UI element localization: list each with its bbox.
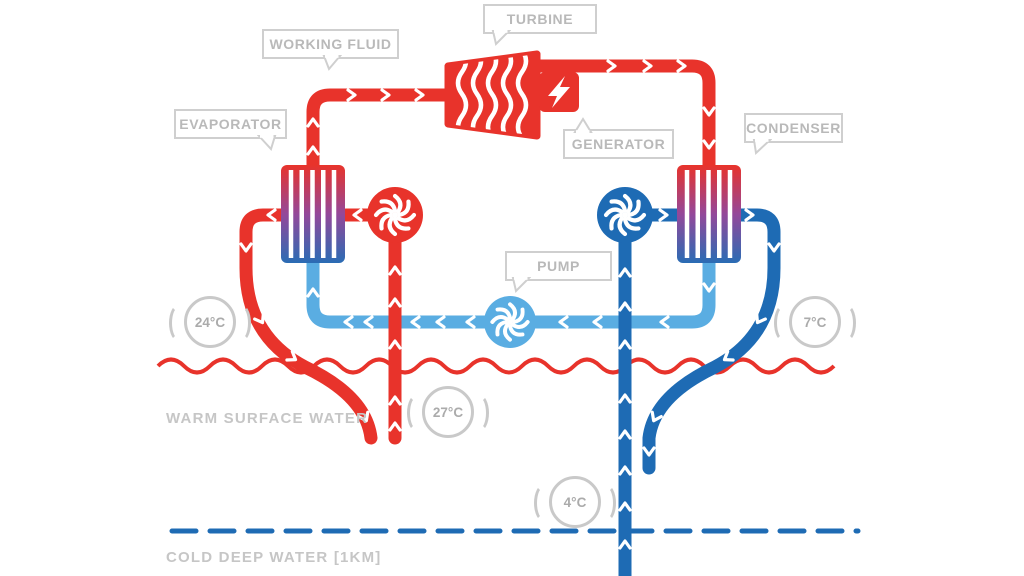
temp-value: 7°C [803,314,827,330]
callout-evaporator: EVAPORATOR [174,109,287,151]
evaporator-unit [281,165,345,263]
temp-badge-cold-outflow: 7°C [774,296,856,348]
callout-working-fluid: WORKING FLUID [262,29,399,71]
callout-tail [491,30,511,46]
callout-condenser-label: CONDENSER [746,120,841,136]
cold-water-pipes [618,208,781,576]
lightning-icon [548,76,570,108]
cold-water-pump [597,187,653,243]
temp-value: 24°C [194,314,226,330]
callout-turbine-label: TURBINE [506,11,574,27]
working-fluid-pump [484,296,536,348]
callout-tail [752,139,772,155]
callout-tail [511,277,531,293]
turbine-blades-icon [455,54,529,136]
callout-tail [573,117,593,133]
temp-value: 27°C [432,404,464,420]
water-surface-line [156,357,836,375]
working-fluid-loop-pipe [306,59,716,179]
callout-condenser: CONDENSER [744,113,843,155]
generator-unit [539,72,579,112]
callout-generator-label: GENERATOR [571,136,666,152]
callout-pump-label: PUMP [537,258,580,274]
callout-pump: PUMP [505,251,612,293]
callout-tail [257,135,277,151]
warm-water-pump [367,187,423,243]
condenser-unit [677,165,741,263]
callout-tail [322,55,342,71]
callout-evaporator-label: EVAPORATOR [179,116,282,132]
temp-badge-cold-intake: 4°C [534,476,616,528]
callout-generator: GENERATOR [563,117,674,159]
temp-value: 4°C [563,494,587,510]
temp-badge-warm-intake: 27°C [407,386,489,438]
warm-surface-water-label: WARM SURFACE WATER [166,410,369,427]
callout-turbine: TURBINE [483,4,597,46]
temp-badge-warm-outflow: 24°C [169,296,251,348]
callout-working-fluid-label: WORKING FLUID [269,36,392,52]
turbine-unit [444,50,541,140]
cold-deep-water-label: COLD DEEP WATER [1KM] [166,549,382,566]
